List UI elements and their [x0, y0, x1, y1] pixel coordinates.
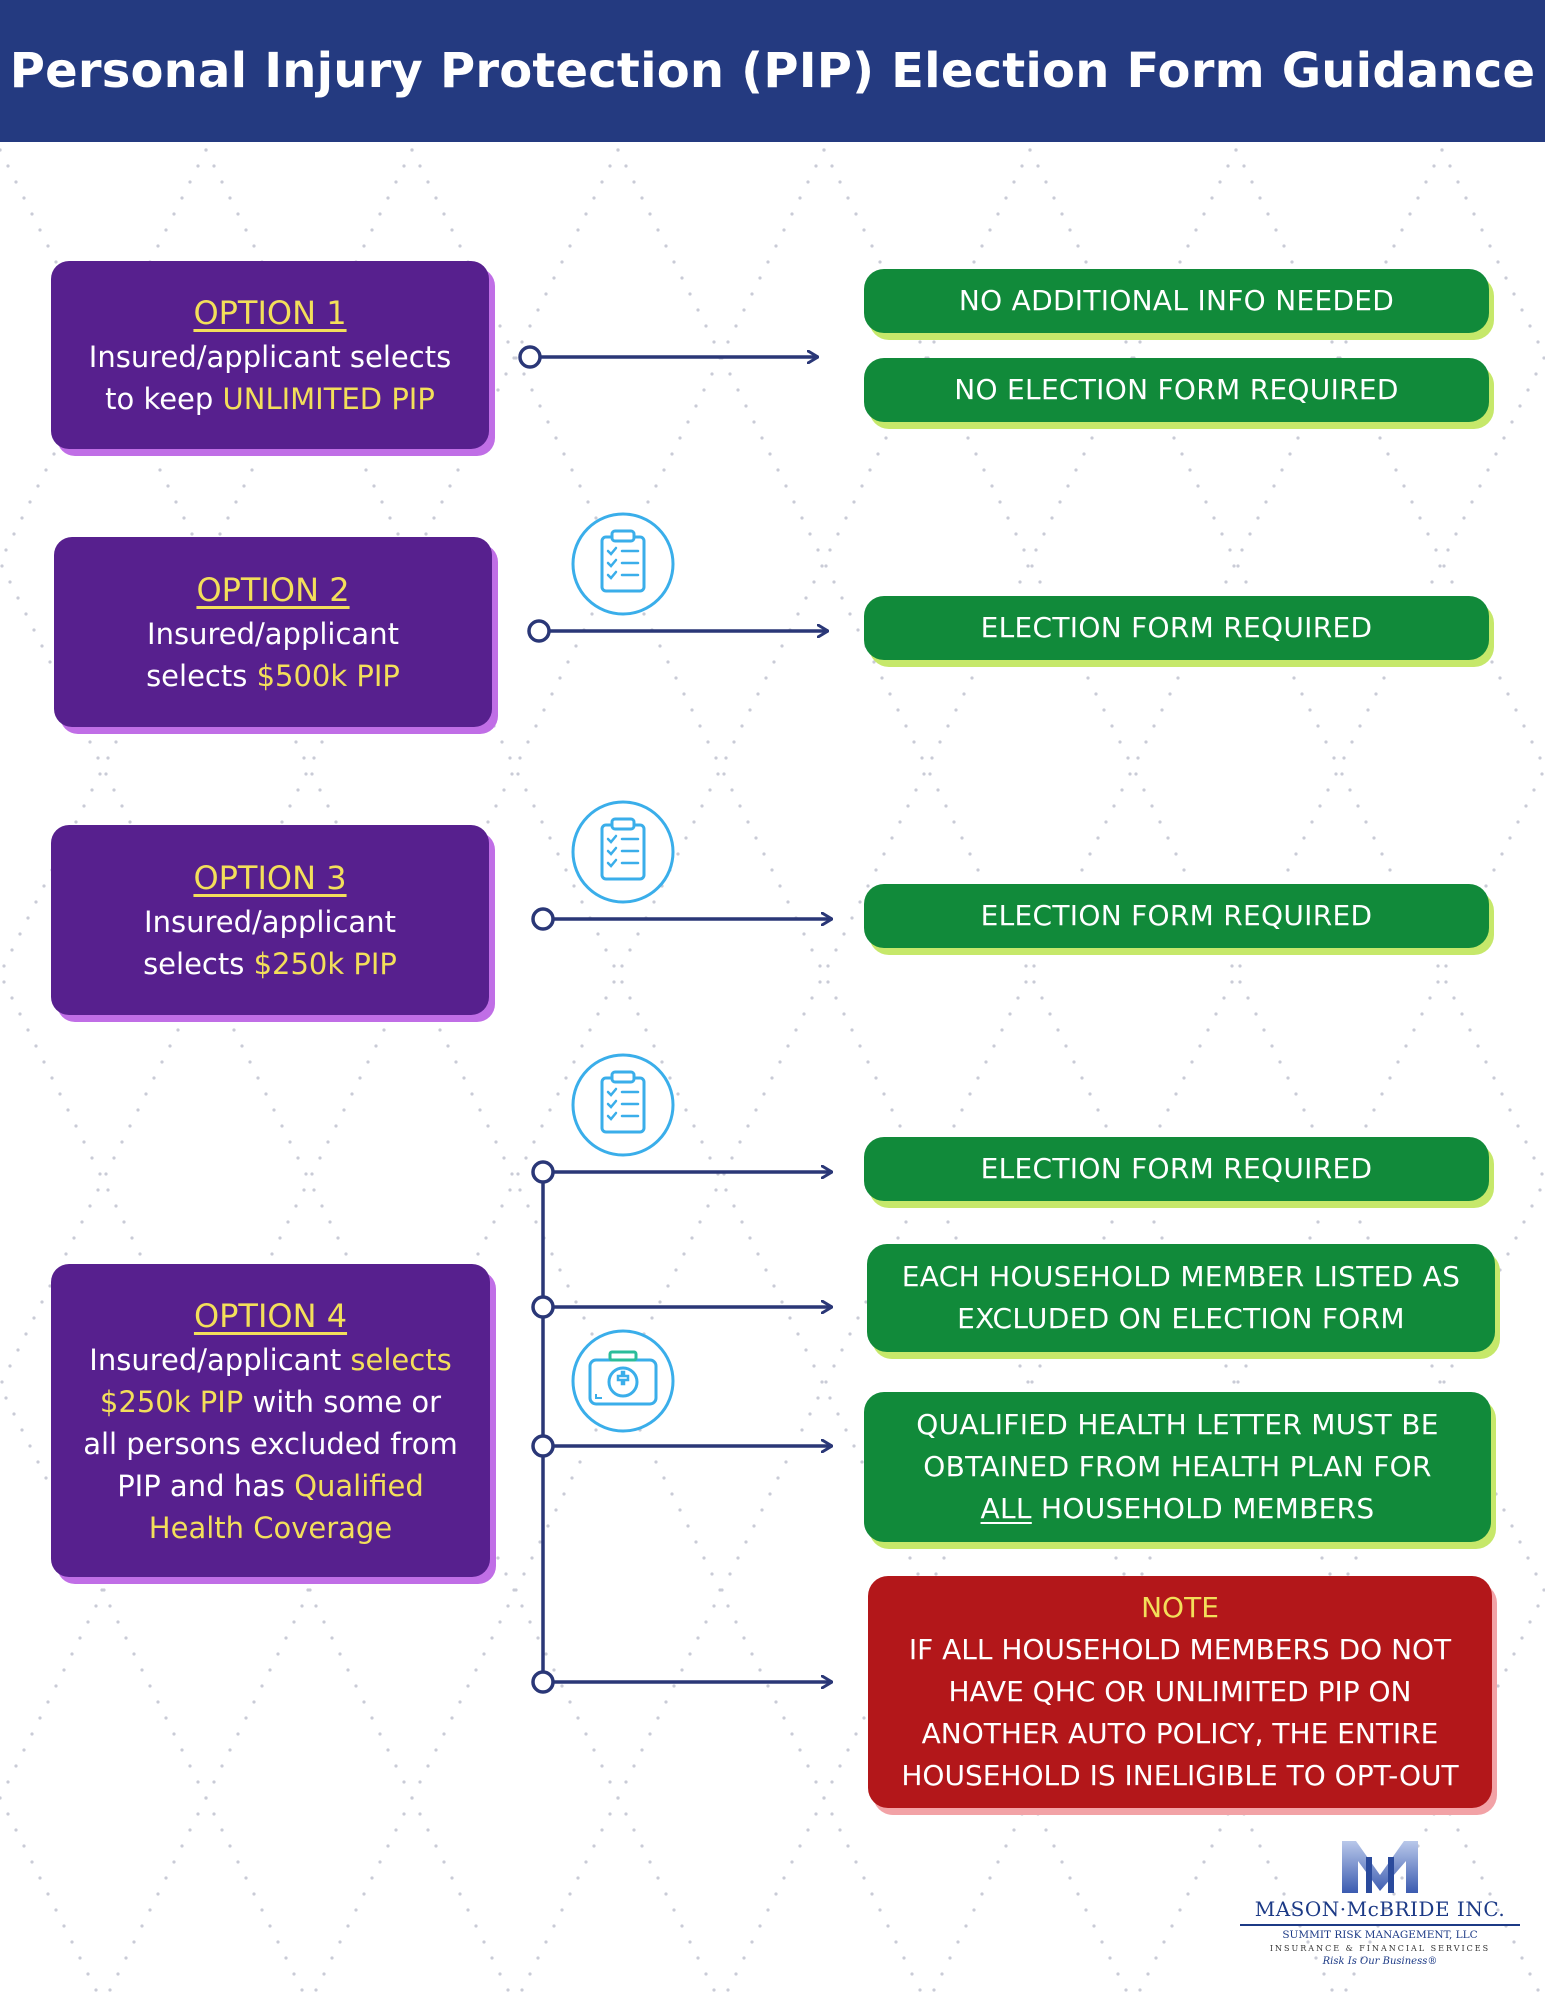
option-3-line2: selects $250k PIP	[143, 947, 397, 981]
clipboard-checklist-icon	[571, 1053, 675, 1157]
note-box: NOTE IF ALL HOUSEHOLD MEMBERS DO NOT HAV…	[868, 1576, 1492, 1808]
medical-kit-icon	[571, 1329, 675, 1433]
option-3-title: OPTION 3	[193, 859, 347, 897]
result-option-3-election-form: ELECTION FORM REQUIRED	[864, 884, 1489, 948]
option-2-line2: selects $500k PIP	[146, 659, 400, 693]
option-2-line1: Insured/applicant	[147, 617, 399, 651]
result-option-2-election-form: ELECTION FORM REQUIRED	[864, 596, 1489, 660]
note-title: NOTE	[1141, 1591, 1219, 1624]
result-household-excluded: EACH HOUSEHOLD MEMBER LISTED AS EXCLUDED…	[867, 1244, 1495, 1352]
option-4-line2: $250k PIP with some or	[99, 1384, 442, 1419]
option-1-line2: to keep UNLIMITED PIP	[105, 382, 435, 416]
option-3-line1: Insured/applicant	[144, 905, 396, 939]
option-4-title: OPTION 4	[193, 1296, 348, 1335]
result-qualified-health-letter: QUALIFIED HEALTH LETTER MUST BE OBTAINED…	[864, 1392, 1491, 1542]
option-2-title: OPTION 2	[196, 571, 350, 609]
company-logo: MASON·McBRIDE INC. SUMMIT RISK MANAGEMEN…	[1240, 1835, 1520, 1985]
result-option-4-election-form: ELECTION FORM REQUIRED	[864, 1137, 1489, 1201]
option-4-line5: Health Coverage	[148, 1510, 393, 1545]
option-2-box: OPTION 2 Insured/applicant selects $500k…	[54, 537, 492, 727]
result-no-election-form: NO ELECTION FORM REQUIRED	[864, 358, 1489, 422]
page-header: Personal Injury Protection (PIP) Electio…	[0, 0, 1545, 142]
option-1-line1: Insured/applicant selects	[88, 340, 452, 374]
option-4-line4: PIP and has Qualified	[117, 1468, 424, 1503]
option-1-box: OPTION 1 Insured/applicant selects to ke…	[51, 261, 489, 449]
mm-monogram-logo	[1342, 1841, 1418, 1893]
clipboard-checklist-icon	[571, 512, 675, 616]
option-4-line3: all persons excluded from	[83, 1426, 458, 1461]
clipboard-checklist-icon	[571, 800, 675, 904]
page-title: Personal Injury Protection (PIP) Electio…	[9, 43, 1536, 99]
logo-company-name: MASON·McBRIDE INC.	[1240, 1897, 1520, 1926]
logo-services: INSURANCE & FINANCIAL SERVICES	[1269, 1944, 1491, 1953]
result-no-additional-info: NO ADDITIONAL INFO NEEDED	[864, 269, 1489, 333]
option-4-box: OPTION 4 Insured/applicant selects $250k…	[51, 1264, 490, 1577]
option-3-box: OPTION 3 Insured/applicant selects $250k…	[51, 825, 489, 1015]
option-4-line1: Insured/applicant selects	[89, 1342, 452, 1377]
logo-tagline: Risk Is Our Business®	[1322, 1956, 1438, 1967]
option-1-title: OPTION 1	[193, 294, 347, 332]
logo-subsidiary: SUMMIT RISK MANAGEMENT, LLC	[1282, 1929, 1478, 1941]
